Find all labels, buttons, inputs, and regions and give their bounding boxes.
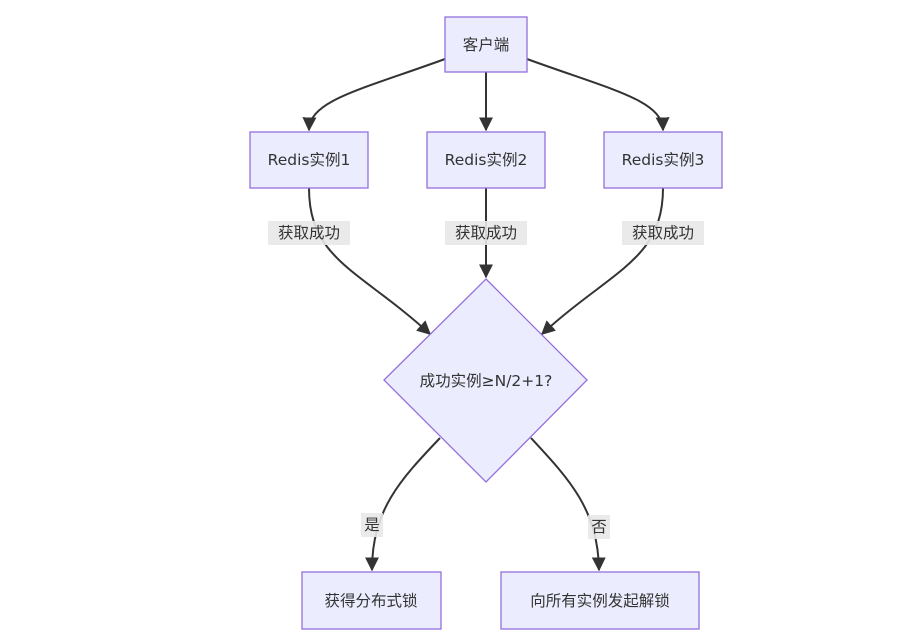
edge-label-no: 否 — [588, 515, 610, 539]
svg-text:Redis实例1: Redis实例1 — [268, 151, 351, 169]
node-decision[interactable]: 成功实例≥N/2+1? — [383, 278, 588, 483]
node-redis-2[interactable]: Redis实例2 — [426, 131, 546, 189]
svg-text:向所有实例发起解锁: 向所有实例发起解锁 — [530, 592, 670, 610]
node-unlock-all[interactable]: 向所有实例发起解锁 — [500, 571, 700, 630]
edge-redis1-decision — [308, 187, 432, 335]
node-client[interactable]: 客户端 — [444, 16, 528, 73]
svg-text:成功实例≥N/2+1?: 成功实例≥N/2+1? — [420, 372, 553, 390]
svg-text:否: 否 — [591, 518, 607, 536]
node-redis-1[interactable]: Redis实例1 — [249, 131, 369, 189]
edge-label-success-2: 获取成功 — [445, 221, 527, 245]
node-redis-3[interactable]: Redis实例3 — [603, 131, 723, 189]
edge-client-redis1 — [302, 58, 446, 132]
edge-decision-no — [530, 437, 606, 572]
svg-text:Redis实例3: Redis实例3 — [622, 151, 705, 169]
svg-text:客户端: 客户端 — [463, 36, 510, 54]
svg-text:获得分布式锁: 获得分布式锁 — [324, 592, 417, 610]
svg-text:获取成功: 获取成功 — [632, 224, 694, 242]
node-lock-acquired[interactable]: 获得分布式锁 — [301, 571, 442, 630]
edge-decision-yes — [365, 437, 441, 572]
svg-text:获取成功: 获取成功 — [278, 224, 340, 242]
edge-redis3-decision — [540, 187, 664, 335]
edge-label-success-1: 获取成功 — [268, 221, 350, 245]
svg-text:获取成功: 获取成功 — [455, 224, 517, 242]
svg-text:Redis实例2: Redis实例2 — [445, 151, 528, 169]
edge-label-yes: 是 — [361, 513, 383, 537]
edge-label-success-3: 获取成功 — [622, 221, 704, 245]
svg-text:是: 是 — [364, 516, 380, 534]
edge-client-redis3 — [526, 58, 670, 132]
